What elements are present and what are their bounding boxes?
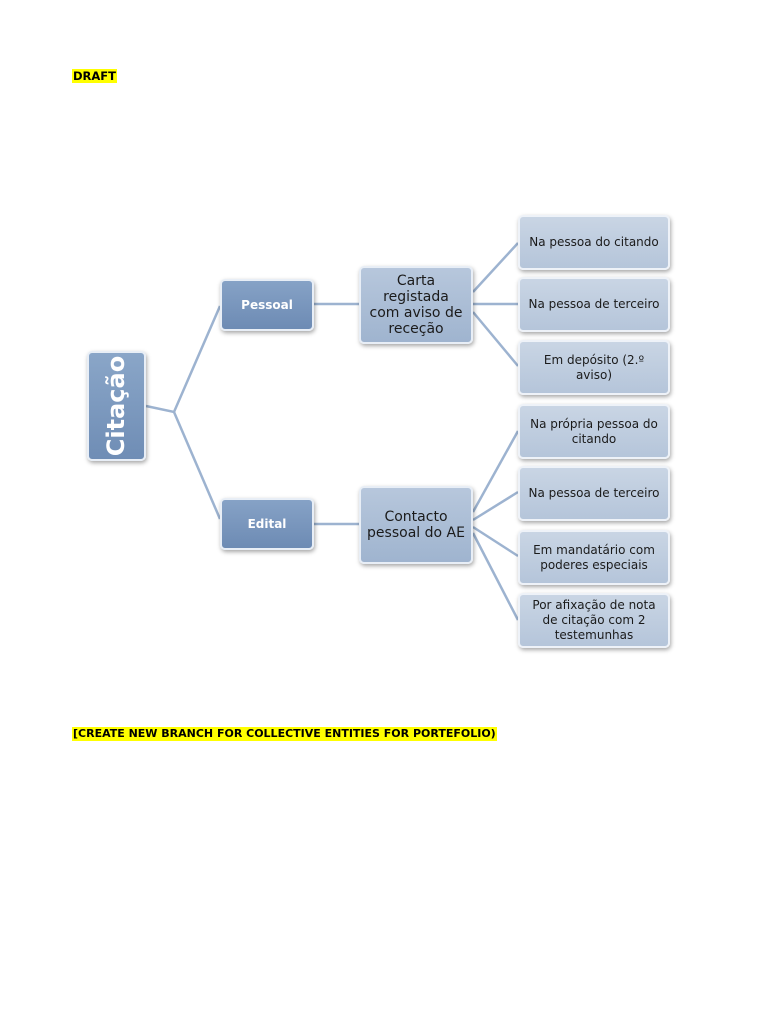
- node-edital: Edital: [220, 498, 314, 550]
- draft-label: DRAFT: [72, 69, 118, 83]
- leaf-pessoal-3: Em depósito (2.º aviso): [518, 340, 670, 395]
- leaf-pessoal-1: Na pessoa do citando: [518, 215, 670, 270]
- node-contacto-pessoal-label: Contacto pessoal do AE: [367, 509, 465, 541]
- connector-contacto-leaf1: [471, 430, 520, 513]
- leaf-label: Na pessoa de terceiro: [528, 486, 660, 500]
- leaf-edital-3: Em mandatário com poderes especiais: [518, 530, 670, 585]
- connector-carta-leaf1: [472, 242, 519, 293]
- leaf-label: Em depósito (2.º aviso): [543, 352, 645, 382]
- connector-contacto-leaf2: [472, 490, 519, 522]
- node-pessoal: Pessoal: [220, 279, 314, 331]
- root-label: Citação: [102, 355, 131, 457]
- leaf-label: Na própria pessoa do citando: [530, 416, 658, 446]
- node-carta-registada: Carta registada com aviso de receção: [359, 266, 473, 344]
- leaf-edital-1: Na própria pessoa do citando: [518, 404, 670, 459]
- connector-contacto-leaf3: [472, 525, 519, 558]
- node-carta-registada-label: Carta registada com aviso de receção: [369, 273, 463, 337]
- todo-note: [CREATE NEW BRANCH FOR COLLECTIVE ENTITI…: [72, 727, 497, 741]
- leaf-label: Na pessoa do citando: [529, 235, 659, 249]
- root-node: Citação: [87, 351, 146, 461]
- connector-root-edital: [172, 411, 222, 520]
- connector-root-pessoal: [145, 305, 222, 414]
- node-edital-label: Edital: [247, 517, 287, 531]
- node-contacto-pessoal: Contacto pessoal do AE: [359, 486, 473, 564]
- leaf-pessoal-2: Na pessoa de terceiro: [518, 277, 670, 332]
- leaf-label: Na pessoa de terceiro: [528, 297, 660, 311]
- node-pessoal-label: Pessoal: [241, 298, 293, 312]
- leaf-label: Em mandatário com poderes especiais: [533, 542, 655, 572]
- leaf-edital-4: Por afixação de nota de citação com 2 te…: [518, 593, 670, 648]
- leaf-edital-2: Na pessoa de terceiro: [518, 466, 670, 521]
- connector-carta-leaf3: [472, 311, 519, 367]
- leaf-label: Por afixação de nota de citação com 2 te…: [532, 598, 656, 642]
- connector-contacto-leaf4: [471, 532, 520, 621]
